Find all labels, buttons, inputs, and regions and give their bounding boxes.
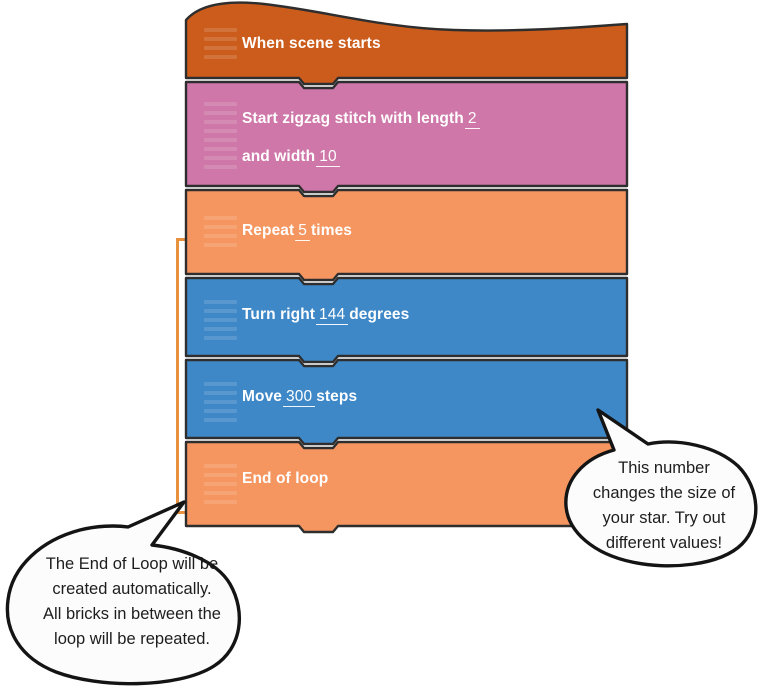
block-text-before: End of loop	[242, 470, 329, 487]
block-shape-hat	[184, 1, 629, 86]
block-label: End of loop	[242, 470, 328, 488]
block-text-after: steps	[316, 388, 358, 405]
block-grip	[204, 464, 237, 509]
bubble-shape	[5, 500, 242, 686]
block-value-input[interactable]: 144	[316, 306, 349, 325]
block-text-before: When scene starts	[242, 35, 381, 52]
block-text-before: Repeat	[242, 222, 295, 239]
bubble-shape	[564, 408, 758, 568]
block-grip	[204, 216, 237, 252]
block-text-before: Start zigzag stitch with length	[242, 110, 464, 127]
block-shape	[184, 188, 629, 282]
block-text-line2: and width	[242, 148, 316, 165]
block-value-input[interactable]: 5	[295, 222, 311, 241]
block-grip	[204, 28, 237, 64]
block-label: When scene starts	[242, 35, 381, 53]
block-text-before: Turn right	[242, 306, 316, 323]
annotation-bubble-end-of-loop: The End of Loop will be created automati…	[2, 500, 262, 686]
block-value-input[interactable]: 2	[464, 110, 480, 129]
block-shape	[184, 80, 629, 194]
block-grip	[204, 102, 237, 174]
block-value-input-2[interactable]: 10	[316, 148, 340, 167]
block-when-scene-starts[interactable]: When scene starts	[184, 0, 629, 86]
block-text-after: degrees	[349, 306, 410, 323]
block-shape	[184, 276, 629, 364]
block-text-after: times	[311, 222, 353, 239]
block-grip	[204, 382, 237, 427]
block-value-input[interactable]: 300	[283, 388, 316, 407]
block-grip	[204, 300, 237, 345]
annotation-text: The End of Loop will be created automati…	[43, 555, 221, 648]
annotation-text: This number changes the size of your sta…	[592, 459, 736, 552]
annotation-bubble-number: This number changes the size of your sta…	[556, 408, 768, 568]
program-stack: When scene starts Start zigzag stitch wi…	[184, 0, 629, 534]
block-text-before: Move	[242, 388, 283, 405]
